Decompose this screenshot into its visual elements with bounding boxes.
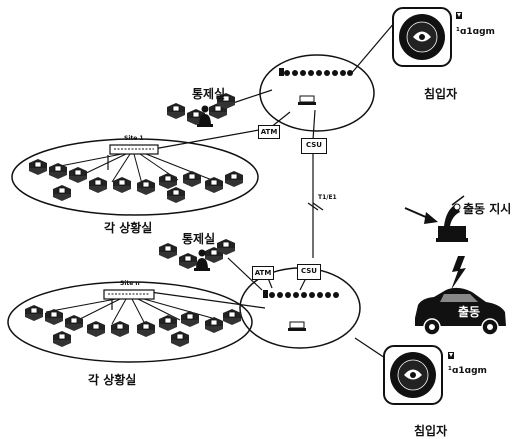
top-network-device-row [279, 68, 353, 105]
site-n-workstations [24, 304, 242, 348]
dispatch-label: 출동 [458, 305, 481, 319]
bottom-network-device-row [263, 290, 339, 331]
site-1-title: Site 1 [124, 135, 144, 142]
intruder-top-caption: ¹ɑ1ɑgm [456, 27, 495, 37]
wireless-signal-bolt [451, 256, 466, 290]
patrol-car [415, 287, 506, 336]
intruder-top-label: 침입자 [424, 87, 458, 101]
site-n-ellipse [7, 281, 253, 363]
link-label: T1/E1 [318, 194, 337, 201]
site-n-links [45, 298, 213, 327]
site-top-network-ellipse [259, 54, 375, 132]
csu-box-top: CSU [301, 138, 327, 154]
control-room-bottom-label: 통제실 [182, 232, 216, 246]
dispatch-antenna [436, 195, 468, 242]
atm-box-bottom: ATM [252, 266, 274, 280]
situation-room-top-label: 각 상황실 [104, 221, 153, 235]
control-room-top-label: 통제실 [192, 87, 226, 101]
atm-box-top: ATM [258, 125, 280, 139]
intruder-bottom-caption: ¹ɑ1ɑgm [448, 366, 487, 376]
intruder-bottom-icon [383, 345, 454, 405]
dispatch-arrow [404, 207, 438, 224]
site-1-hub [109, 144, 159, 155]
site-1-workstations [28, 158, 244, 204]
site-n-title: Site n [120, 280, 140, 287]
intruder-top-icon [392, 7, 462, 67]
site-bottom-network-ellipse [239, 267, 361, 349]
intruder-bottom-label: 침입자 [414, 424, 448, 438]
site-n-hub [103, 289, 155, 300]
site-1-ellipse [11, 138, 259, 216]
dispatch-order-label: 출동 지시 [463, 202, 512, 216]
situation-room-bottom-label: 각 상황실 [88, 373, 137, 387]
csu-box-bottom: CSU [297, 264, 321, 280]
